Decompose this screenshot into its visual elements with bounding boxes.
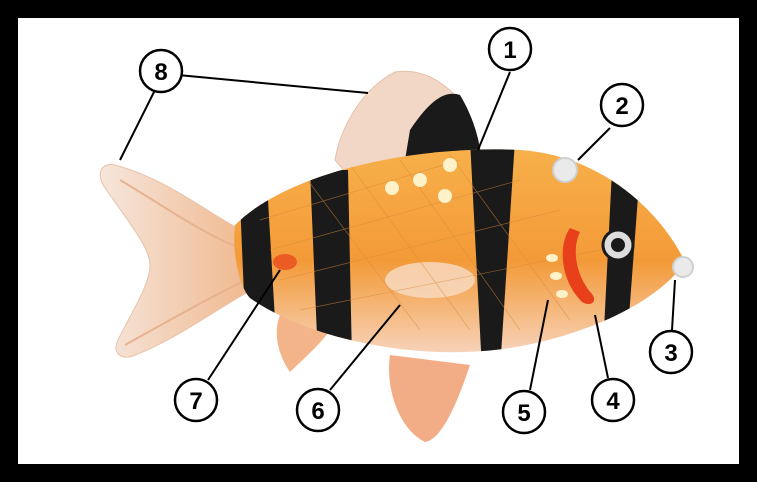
svg-text:3: 3	[664, 340, 677, 367]
anal-fin	[389, 355, 470, 442]
lateral-spot	[273, 254, 297, 270]
svg-text:1: 1	[503, 37, 516, 64]
callout-6: 6	[297, 389, 339, 431]
svg-text:8: 8	[154, 59, 167, 86]
callout-1: 1	[489, 28, 531, 70]
svg-text:7: 7	[189, 388, 202, 415]
callout-7: 7	[175, 379, 217, 421]
callout-5: 5	[503, 391, 545, 433]
svg-text:4: 4	[606, 388, 620, 415]
nostril	[553, 158, 577, 182]
svg-text:5: 5	[517, 400, 530, 427]
barbel	[673, 257, 693, 277]
svg-text:6: 6	[311, 398, 324, 425]
tail-fin	[100, 165, 248, 357]
callout-8: 8	[140, 50, 182, 92]
callout-2: 2	[601, 84, 643, 126]
callout-4: 4	[592, 379, 634, 421]
svg-text:2: 2	[615, 93, 628, 120]
callout-3: 3	[650, 331, 692, 373]
